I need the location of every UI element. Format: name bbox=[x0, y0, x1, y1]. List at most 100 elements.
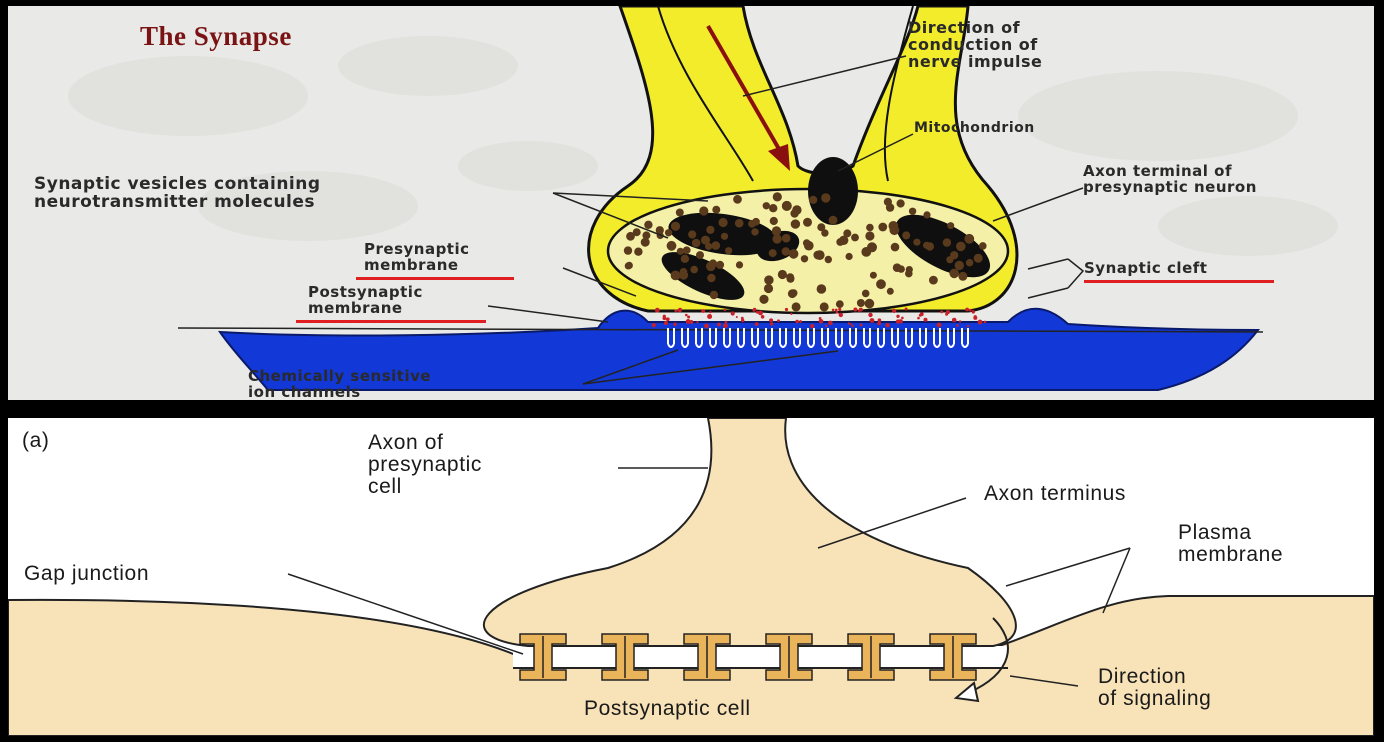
vesicle bbox=[773, 192, 782, 201]
vesicle bbox=[964, 234, 974, 244]
vesicle bbox=[791, 219, 800, 228]
neurotransmitter-molecule bbox=[819, 319, 824, 324]
vesicle bbox=[680, 268, 688, 276]
neurotransmitter-molecule bbox=[945, 313, 948, 316]
neurotransmitter-molecule bbox=[652, 323, 656, 327]
synaptic-cleft-label: Synaptic cleft bbox=[1084, 261, 1207, 277]
neurotransmitter-molecule bbox=[769, 318, 773, 322]
vesicle bbox=[897, 199, 905, 207]
presynaptic-membrane-underline bbox=[356, 277, 514, 280]
axon-of-presynaptic-cell-label: Axon of presynaptic cell bbox=[368, 432, 482, 498]
vesicle bbox=[809, 196, 817, 204]
vesicle bbox=[782, 234, 791, 243]
neurotransmitter-molecule bbox=[666, 317, 670, 321]
vesicle bbox=[710, 291, 718, 299]
neurotransmitter-molecule bbox=[896, 319, 900, 323]
vesicle bbox=[836, 300, 844, 308]
neurotransmitter-molecule bbox=[969, 309, 972, 312]
mitochondrion-label: Mitochondrion bbox=[914, 121, 1035, 136]
vesicle bbox=[782, 201, 792, 211]
vesicle bbox=[887, 288, 894, 295]
neurotransmitter-molecule bbox=[799, 320, 802, 323]
neurotransmitter-molecule bbox=[785, 308, 788, 311]
vesicle bbox=[751, 228, 758, 235]
neurotransmitter-molecule bbox=[848, 322, 850, 324]
vesicle bbox=[790, 209, 798, 217]
vesicle bbox=[820, 302, 829, 311]
vesicle bbox=[821, 193, 830, 202]
vesicle bbox=[683, 246, 691, 254]
vesicle bbox=[719, 218, 728, 227]
vesicle bbox=[949, 269, 959, 279]
vesicle bbox=[772, 234, 781, 243]
vesicle bbox=[843, 229, 851, 237]
plasma-membrane-label: Plasma membrane bbox=[1178, 522, 1283, 566]
neurotransmitter-molecule bbox=[952, 318, 957, 323]
vesicle bbox=[716, 261, 724, 269]
neurotransmitter-molecule bbox=[905, 308, 908, 311]
vesicle bbox=[721, 233, 728, 240]
neurotransmitter-molecule bbox=[731, 311, 735, 315]
vesicle bbox=[692, 239, 701, 248]
neurotransmitter-molecule bbox=[685, 314, 688, 317]
vesicle bbox=[770, 217, 778, 225]
neurotransmitter-molecule bbox=[777, 319, 780, 322]
neurotransmitter-molecule bbox=[937, 323, 942, 328]
direction-of-conduction-label: Direction of conduction of nerve impulse bbox=[908, 20, 1042, 70]
neurotransmitter-molecule bbox=[838, 308, 841, 311]
neurotransmitter-molecule bbox=[839, 313, 843, 317]
neurotransmitter-molecule bbox=[717, 323, 721, 327]
vesicle bbox=[644, 221, 652, 229]
axon-terminal-label: Axon terminal of presynaptic neuron bbox=[1083, 164, 1257, 196]
vesicle bbox=[929, 276, 938, 285]
presynaptic-membrane-label: Presynaptic membrane bbox=[364, 242, 470, 274]
neurotransmitter-molecule bbox=[770, 323, 772, 325]
vesicle bbox=[890, 225, 900, 235]
vesicle bbox=[769, 249, 777, 257]
vesicle bbox=[862, 290, 870, 298]
neurotransmitter-molecule bbox=[924, 318, 928, 322]
vesicle bbox=[789, 249, 799, 259]
intercellular-gap bbox=[513, 646, 1008, 668]
neurotransmitter-molecule bbox=[956, 324, 959, 327]
vesicle bbox=[913, 239, 920, 246]
direction-of-signaling-label: Direction of signaling bbox=[1098, 666, 1211, 710]
neurotransmitter-molecule bbox=[741, 317, 744, 320]
neurotransmitter-molecule bbox=[677, 309, 680, 312]
vesicle bbox=[712, 206, 720, 214]
neurotransmitter-molecule bbox=[736, 316, 738, 318]
neurotransmitter-molecule bbox=[704, 324, 709, 329]
vesicle bbox=[862, 247, 869, 254]
vesicle bbox=[696, 251, 704, 259]
vesicle bbox=[690, 266, 698, 274]
synaptic-vesicles-label: Synaptic vesicles containing neurotransm… bbox=[34, 176, 321, 212]
neurotransmitter-molecule bbox=[723, 323, 728, 328]
top-panel-synapse-diagram: The Synapse Direction of conduction of n… bbox=[8, 6, 1374, 400]
neurotransmitter-molecule bbox=[850, 323, 852, 325]
bottom-panel-gap-junction-diagram: (a) Axon of presynaptic cell Axon termin… bbox=[8, 418, 1374, 736]
vesicle bbox=[792, 302, 801, 311]
neurotransmitter-molecule bbox=[860, 324, 863, 327]
neurotransmitter-molecule bbox=[959, 320, 961, 322]
neurotransmitter-molecule bbox=[940, 311, 943, 314]
vesicle bbox=[803, 239, 811, 247]
synaptic-cleft-underline bbox=[1084, 280, 1274, 283]
vesicle bbox=[671, 271, 681, 281]
neurotransmitter-molecule bbox=[810, 324, 814, 328]
vesicle bbox=[786, 273, 794, 281]
neurotransmitter-molecule bbox=[852, 325, 854, 327]
neurotransmitter-molecule bbox=[795, 320, 799, 324]
vesicle bbox=[803, 218, 812, 227]
vesicle bbox=[947, 222, 954, 229]
vesicle bbox=[891, 243, 900, 252]
neurotransmitter-molecule bbox=[901, 317, 904, 320]
vesicle bbox=[870, 272, 877, 279]
vesicle bbox=[958, 272, 967, 281]
vesicle bbox=[764, 284, 773, 293]
vesicle bbox=[706, 262, 716, 272]
vesicle bbox=[815, 250, 825, 260]
ion-channels-label: Chemically sensitive ion channels bbox=[248, 369, 431, 400]
neurotransmitter-molecule bbox=[664, 321, 668, 325]
vesicle bbox=[665, 229, 672, 236]
vesicle bbox=[706, 226, 714, 234]
